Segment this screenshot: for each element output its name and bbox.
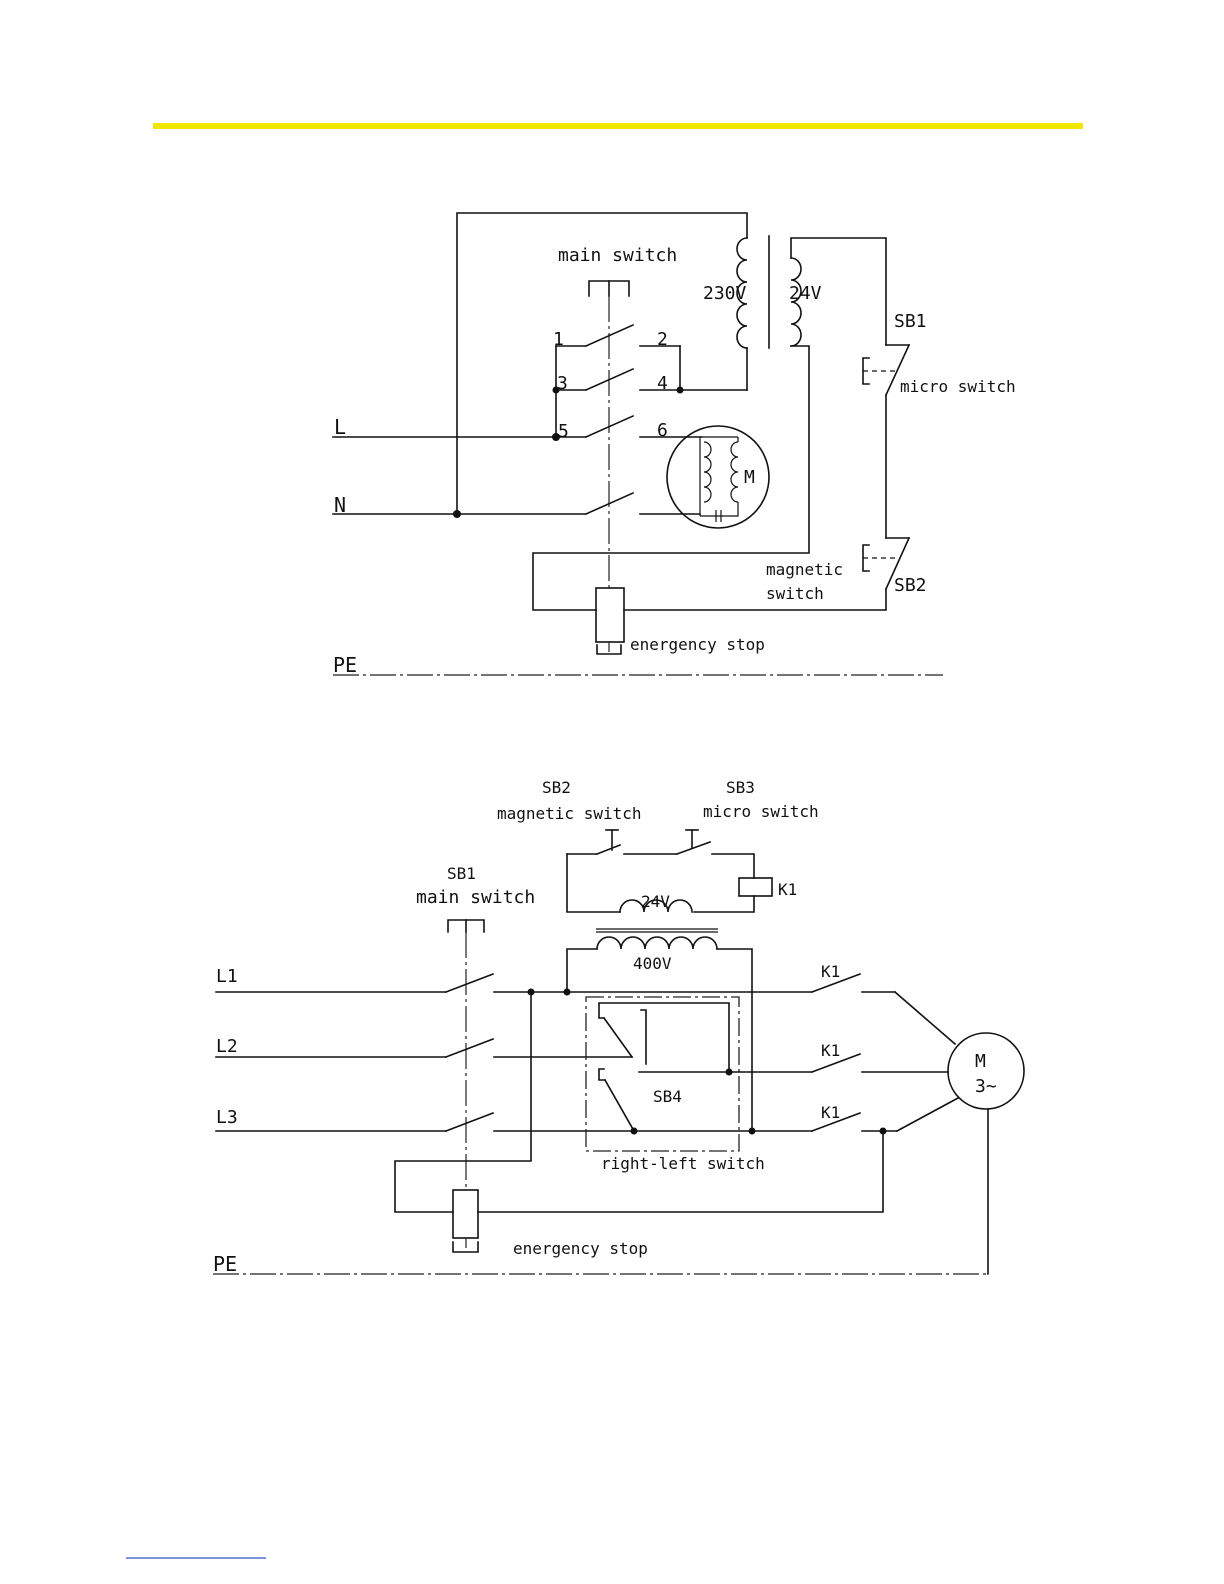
sb1-contact-l3	[446, 1113, 493, 1131]
wire-k1a-motor	[895, 992, 955, 1044]
wire-k1c-motor	[897, 1098, 958, 1131]
junction-3	[553, 387, 560, 394]
transformer-400v-coil	[597, 937, 717, 949]
label-n: N	[334, 493, 346, 517]
terminal-1: 1	[553, 329, 564, 350]
sb4-blade-1	[604, 1018, 632, 1057]
label-k1-a: K1	[821, 962, 840, 981]
ctrl-wire-left-down	[567, 854, 620, 912]
sb4-blade-2	[605, 1080, 634, 1131]
label-l1: L1	[216, 966, 238, 987]
label-micro-switch: micro switch	[900, 377, 1016, 396]
estop-coil	[453, 1190, 478, 1238]
motor-aux-winding	[731, 442, 738, 502]
label-micro-switch: micro switch	[703, 802, 819, 821]
sb4-box	[586, 997, 739, 1151]
label-l: L	[334, 415, 346, 439]
junction-4	[677, 387, 684, 394]
label-k1-b: K1	[821, 1041, 840, 1060]
label-switch: switch	[766, 584, 824, 603]
ctrl-wire-to-k1	[712, 854, 754, 878]
label-main-switch: main switch	[416, 887, 535, 908]
sb4-contact-a	[641, 1010, 646, 1064]
label-pe: PE	[213, 1252, 237, 1276]
sb2-contact-blade	[597, 845, 620, 854]
junction-sb4	[726, 1069, 733, 1076]
diagram-single-phase: L N 230V 24V main switch 1 2	[333, 213, 1016, 677]
terminal-6: 6	[657, 420, 668, 441]
label-pe: PE	[333, 653, 357, 677]
label-estop: energency stop	[630, 635, 765, 654]
ctrl-wire-k1-return	[694, 896, 754, 912]
label-magnetic: magnetic	[766, 560, 843, 579]
label-400v: 400V	[633, 954, 672, 973]
label-sb4: SB4	[653, 1087, 682, 1106]
wire-coil-to-sb2	[624, 589, 886, 610]
label-sb3: SB3	[726, 778, 755, 797]
junction-sb4-l3	[631, 1128, 638, 1135]
label-230v: 230V	[703, 283, 747, 304]
motor-3ph-phase: 3~	[975, 1076, 997, 1097]
label-right-left: right-left switch	[601, 1154, 765, 1173]
label-estop: energency stop	[513, 1239, 648, 1258]
motor-3ph-m: M	[975, 1051, 986, 1072]
terminal-2: 2	[657, 329, 668, 350]
label-k1-coil: K1	[778, 880, 797, 899]
sb3-contact-blade	[677, 842, 710, 854]
k1-coil	[739, 878, 772, 896]
motor-3ph-circle	[948, 1033, 1024, 1109]
header-rule	[153, 123, 1083, 129]
label-main-switch: main switch	[558, 245, 677, 266]
motor-main-winding	[704, 442, 711, 502]
label-l2: L2	[216, 1036, 238, 1057]
label-magnetic-switch: magnetic switch	[497, 804, 642, 823]
terminal-5: 5	[558, 421, 569, 442]
label-sb1: SB1	[447, 864, 476, 883]
terminal-4: 4	[657, 373, 668, 394]
wire-400v-to-l3	[717, 949, 752, 1131]
label-sb1: SB1	[894, 311, 927, 332]
label-l3: L3	[216, 1107, 238, 1128]
junction-l3-transformer	[749, 1128, 756, 1135]
wire-400v-to-l1	[567, 949, 597, 992]
label-sb2: SB2	[542, 778, 571, 797]
label-24v: 24V	[641, 892, 670, 911]
estop-wire-left	[395, 992, 531, 1212]
estop-coil	[596, 588, 624, 642]
diagram-three-phase: SB2 magnetic switch SB3 micro switch K1 …	[213, 778, 1024, 1276]
label-k1-c: K1	[821, 1103, 840, 1122]
sb1-contact-l2	[446, 1039, 493, 1057]
motor-winding-frame-l	[700, 437, 703, 516]
motor-1ph-label: M	[744, 467, 755, 488]
sb4-contact-b	[599, 1069, 605, 1080]
motor-winding-bottom	[700, 502, 738, 516]
junction-l1-transformer	[564, 989, 571, 996]
label-24v: 24V	[789, 283, 822, 304]
sb1-contact-l1	[446, 974, 493, 992]
label-sb2: SB2	[894, 575, 927, 596]
